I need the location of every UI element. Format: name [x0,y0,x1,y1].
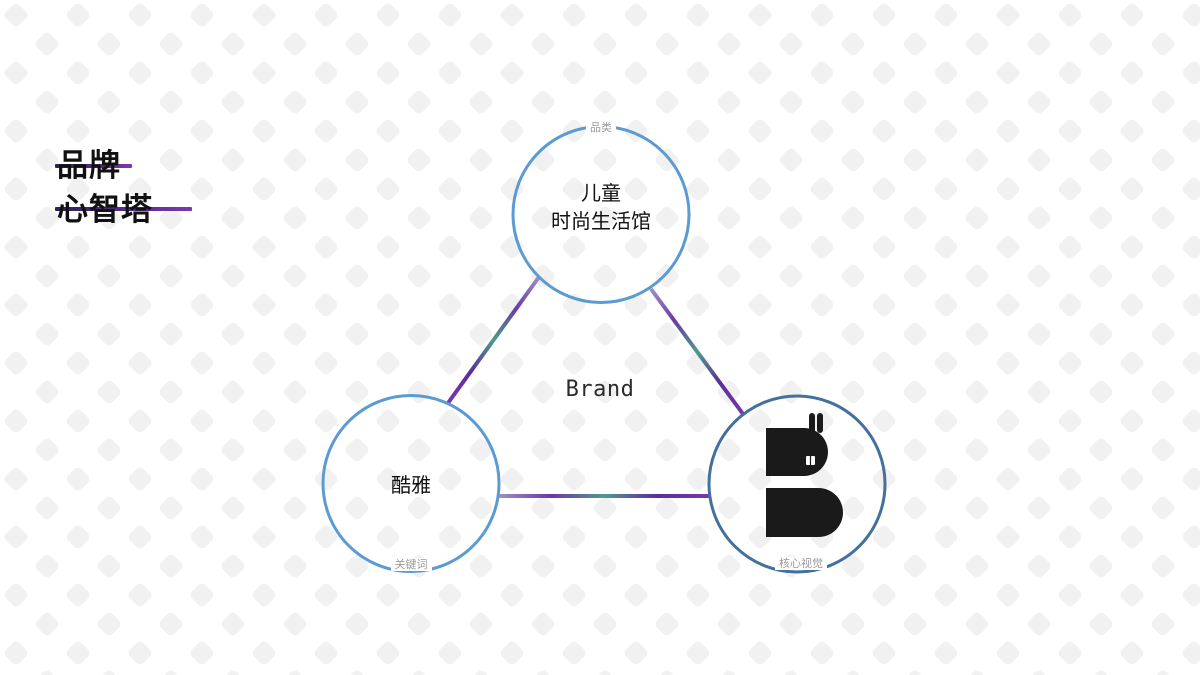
core-visual-circle [707,394,887,574]
logo-lower-bowl [766,488,843,537]
page-title-line-2: 心智塔 [57,192,153,228]
connector-category-keyword [446,275,541,405]
category-tag: 品类 [541,121,661,135]
core-visual-tag: 核心视觉 [741,557,861,571]
brand-center-label: Brand [565,377,635,402]
bunny-b-logo-icon [766,413,843,537]
title-underline-2 [55,207,192,211]
category-text-line-2: 时尚生活馆 [551,209,651,233]
page-title-line-1: 品牌 [57,148,121,184]
connector-category-visual [649,287,745,416]
keyword-circle [321,394,501,573]
keyword-tag: 关键词 [351,558,471,572]
keyword-text: 酷雅 [391,473,431,497]
title-underline-1 [55,164,132,168]
logo-upper-bowl [766,428,828,476]
bunny-ear-right [817,413,823,433]
category-text-line-1: 儿童 [581,181,621,205]
keyword-tag-label: 关键词 [390,558,432,571]
category-tag-label: 品类 [586,121,616,134]
core-visual-tag-label: 核心视觉 [775,557,827,570]
bunny-ear-left [809,413,815,433]
